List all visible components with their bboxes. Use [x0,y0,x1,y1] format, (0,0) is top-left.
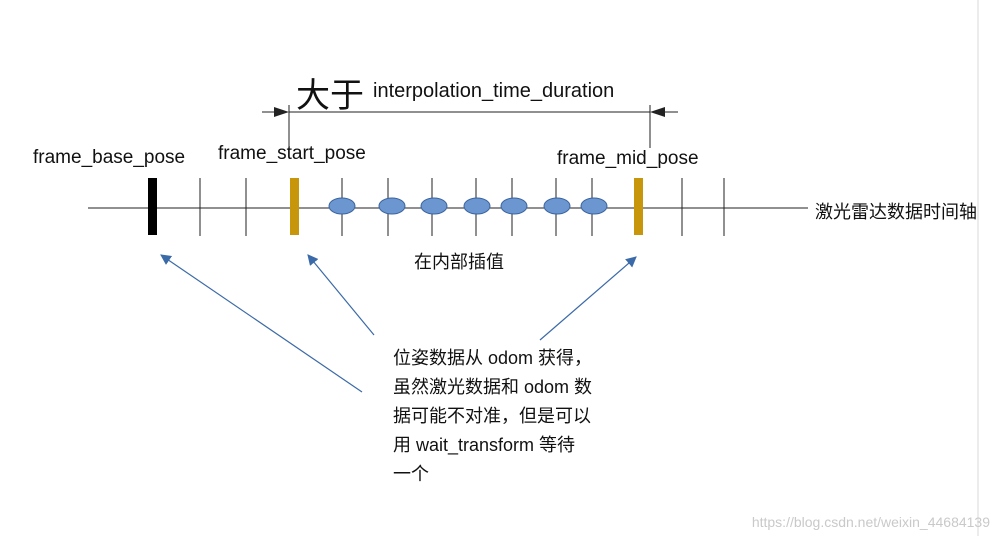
interpolated-point [543,197,571,215]
arrow-to-base-pose [160,254,363,393]
arrow-to-mid-pose [539,256,637,341]
duration-label: interpolation_time_duration [373,80,615,102]
duration-bracket [262,105,678,148]
axis-ticks [199,178,725,236]
interpolated-point [463,197,491,215]
watermark: https://blog.csdn.net/weixin_44684139 [751,514,990,530]
base-pose-marker [148,178,157,235]
interpolated-point [378,197,406,215]
interpolated-point [328,197,356,215]
interpolated-point [580,197,608,215]
start-pose-marker [290,178,299,235]
interpolated-points [328,197,608,215]
mid-pose-marker [634,178,643,235]
start-pose-label: frame_start_pose [218,143,366,164]
interpolation-label: 在内部插值 [414,252,504,272]
odom-note: 位姿数据从 odom 获得，虽然激光数据和 odom 数据可能不对准，但是可以用… [393,348,593,484]
duration-label-big: 大于 [296,77,364,115]
base-pose-label: frame_base_pose [33,147,186,168]
interpolated-point [420,197,448,215]
mid-pose-label: frame_mid_pose [557,148,699,169]
arrow-to-start-pose [307,254,375,336]
axis-label: 激光雷达数据时间轴 [815,202,977,222]
interpolated-point [500,197,528,215]
